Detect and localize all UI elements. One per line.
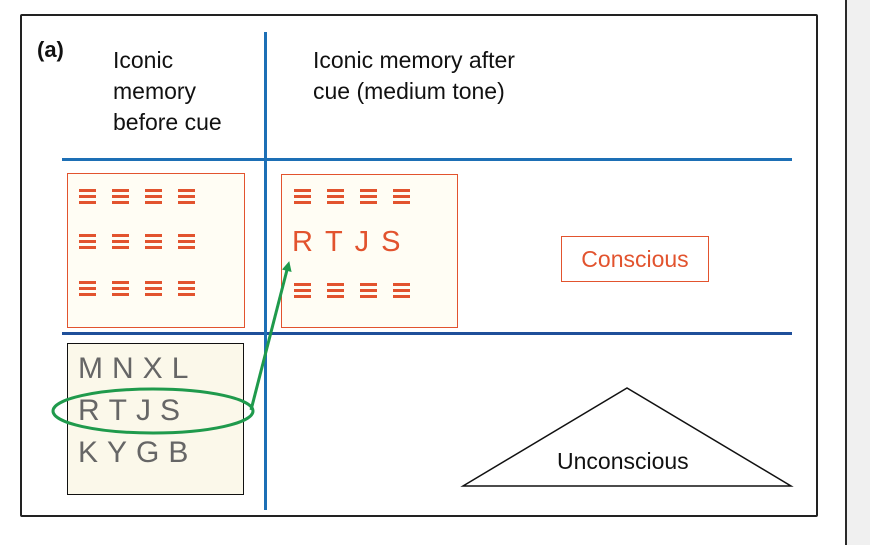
dash-glyph bbox=[178, 189, 195, 204]
letter: Y bbox=[107, 436, 128, 469]
cued-letter: J bbox=[354, 226, 370, 258]
letter: G bbox=[136, 436, 160, 469]
letter: J bbox=[136, 394, 151, 427]
letter-row-2: R T J S bbox=[78, 394, 180, 428]
dash-glyph bbox=[79, 189, 96, 204]
dash-glyph bbox=[294, 189, 311, 204]
dash-glyph bbox=[294, 283, 311, 298]
dash-glyph bbox=[145, 281, 162, 296]
letter: M bbox=[78, 352, 103, 385]
dash-row bbox=[294, 189, 410, 204]
dash-glyph bbox=[145, 234, 162, 249]
conscious-boundary-top bbox=[62, 158, 792, 161]
dash-glyph bbox=[79, 281, 96, 296]
cued-letter: R bbox=[292, 226, 313, 258]
dash-glyph bbox=[112, 189, 129, 204]
heading-after-line-2: cue (medium tone) bbox=[313, 78, 505, 104]
dash-glyph bbox=[79, 234, 96, 249]
heading-before-line-1: Iconic bbox=[113, 47, 174, 73]
heading-before-line-2: memory bbox=[113, 78, 197, 104]
letter: K bbox=[78, 436, 99, 469]
dash-row bbox=[79, 281, 195, 296]
dash-glyph bbox=[360, 189, 377, 204]
unconscious-label: Unconscious bbox=[557, 448, 689, 474]
figure: (a) Iconic memory before cue Iconic memo… bbox=[0, 0, 847, 545]
letter: R bbox=[78, 394, 100, 427]
letter: T bbox=[108, 394, 127, 427]
dash-glyph bbox=[112, 281, 129, 296]
conscious-boundary-bottom bbox=[62, 332, 792, 335]
cued-letter-row: R T J S bbox=[292, 226, 401, 259]
dash-glyph bbox=[393, 283, 410, 298]
panel-label: (a) bbox=[37, 37, 64, 62]
dash-glyph bbox=[178, 234, 195, 249]
figure-frame bbox=[20, 14, 818, 517]
dash-row bbox=[294, 283, 410, 298]
dash-glyph bbox=[327, 189, 344, 204]
dash-glyph bbox=[360, 283, 377, 298]
cued-letter: T bbox=[324, 226, 343, 258]
dash-glyph bbox=[327, 283, 344, 298]
dash-glyph bbox=[178, 281, 195, 296]
conscious-label-box: Conscious bbox=[561, 236, 709, 282]
letter: S bbox=[160, 394, 181, 427]
dash-row bbox=[79, 234, 195, 249]
heading-before-line-3: before cue bbox=[113, 109, 222, 135]
dash-glyph bbox=[145, 189, 162, 204]
dash-glyph bbox=[393, 189, 410, 204]
heading-before-cue: Iconic memory before cue bbox=[113, 45, 222, 138]
letter: N bbox=[112, 352, 134, 385]
dash-row bbox=[79, 189, 195, 204]
heading-after-cue: Iconic memory after cue (medium tone) bbox=[313, 45, 515, 107]
heading-after-line-1: Iconic memory after bbox=[313, 47, 515, 73]
letter: B bbox=[168, 436, 189, 469]
letter-row-3: K Y G B bbox=[78, 436, 188, 470]
letter: X bbox=[142, 352, 163, 385]
letter-row-1: M N X L bbox=[78, 352, 188, 386]
dash-glyph bbox=[112, 234, 129, 249]
letter: L bbox=[171, 352, 189, 385]
cue-divider-line bbox=[264, 32, 267, 510]
conscious-label: Conscious bbox=[581, 245, 689, 272]
cued-letter: S bbox=[381, 226, 401, 258]
